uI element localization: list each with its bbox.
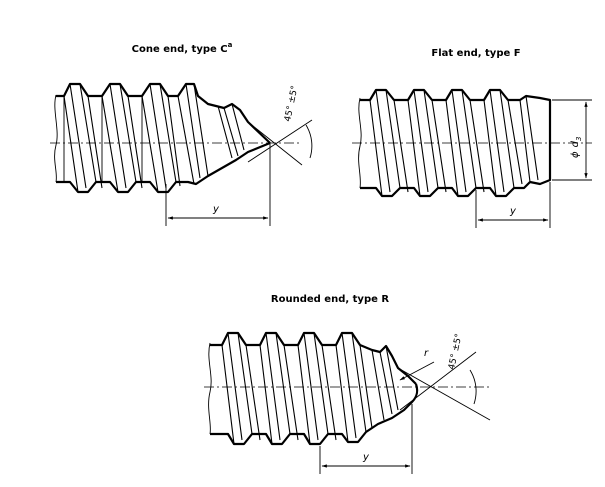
- rounded-radius-label: r: [424, 348, 429, 359]
- flat-diameter-label: ϕd3: [570, 137, 583, 158]
- flat-end-view: Flat end, type F ϕd3 y: [352, 48, 592, 228]
- rounded-length-label: y: [362, 452, 370, 463]
- rounded-end-title: Rounded end, type R: [271, 294, 389, 305]
- cone-end-view: Cone end, type Ca 45° ±5° y: [50, 41, 313, 226]
- rounded-end-view: Rounded end, type R r 45° ±5° y: [204, 294, 491, 474]
- cone-end-title: Cone end, type Ca: [132, 41, 233, 55]
- flat-end-title: Flat end, type F: [431, 48, 520, 59]
- cone-length-label: y: [212, 204, 220, 215]
- flat-length-label: y: [509, 206, 517, 217]
- flat-screw-body: [358, 88, 552, 198]
- rounded-radius-leader: [399, 361, 435, 381]
- cone-screw-body: [54, 82, 271, 194]
- rounded-extension-lines: [319, 404, 413, 474]
- cone-footnote-marker: a: [228, 41, 233, 49]
- cone-tip-projection: [247, 119, 313, 166]
- flat-diameter-extensions: [552, 99, 592, 181]
- cone-angle-label: 45° ±5°: [283, 85, 300, 123]
- cone-angle-arc: [305, 124, 313, 159]
- rounded-angle-label: 45° ±5°: [447, 333, 464, 371]
- rounded-angle-arc: [469, 369, 477, 405]
- rounded-screw-body: [208, 331, 419, 446]
- rounded-tip-projection: [397, 351, 491, 421]
- flat-extension-lines: [475, 182, 551, 228]
- cone-extension-lines: [165, 143, 271, 226]
